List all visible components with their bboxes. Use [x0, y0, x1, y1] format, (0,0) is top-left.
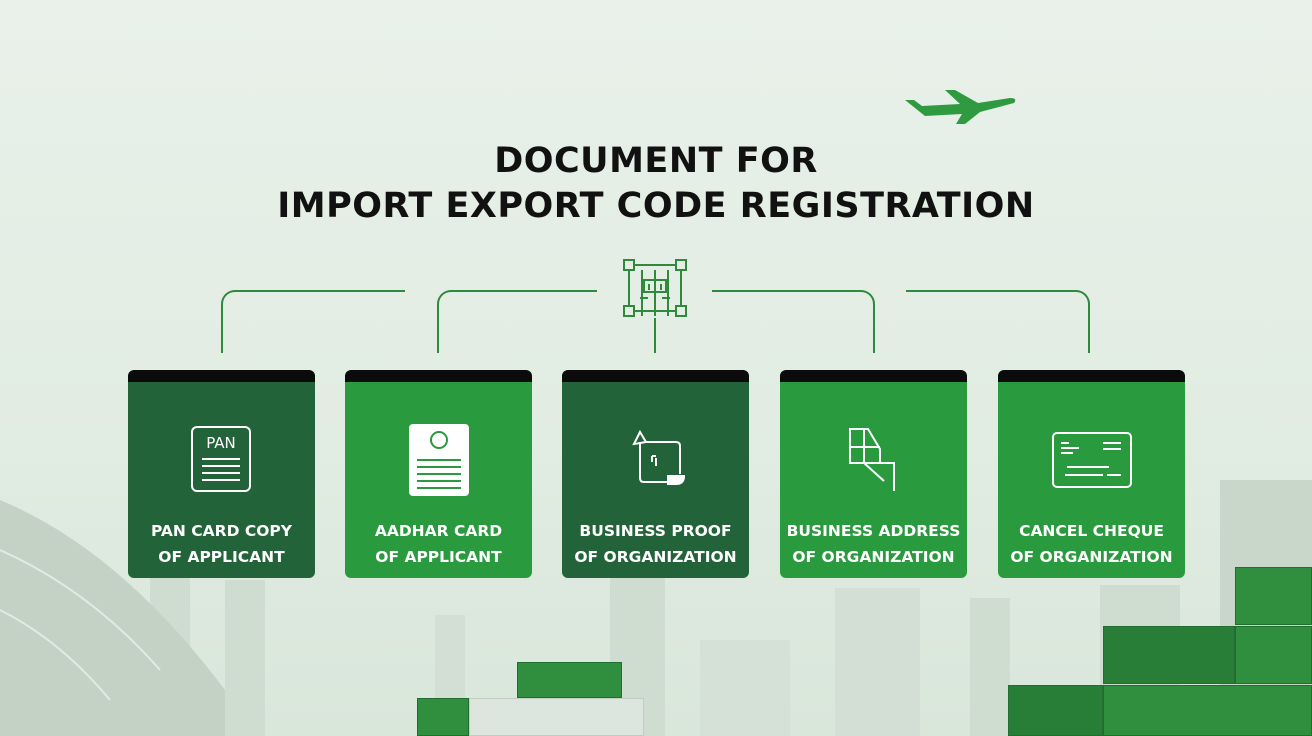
card-business-proof: BUSINESS PROOF OF ORGANIZATION	[562, 370, 749, 578]
aadhar-card-icon	[408, 424, 469, 496]
card-label-line-2: OF APPLICANT	[158, 548, 285, 566]
card-label-line-1: AADHAR CARD	[374, 522, 503, 540]
card-label-line-2: OF ORGANIZATION	[574, 548, 737, 566]
business-proof-icon	[631, 429, 685, 485]
customs-building-icon	[623, 259, 687, 317]
card-business-address: BUSINESS ADDRESS OF ORGANIZATION	[780, 370, 967, 578]
card-label-line-1: PAN CARD COPY	[150, 522, 292, 540]
card-aadhar-card: AADHAR CARD OF APPLICANT	[345, 370, 532, 578]
airport-terminal-silhouette	[0, 500, 225, 736]
title-line-2: IMPORT EXPORT CODE REGISTRATION	[277, 186, 1035, 226]
card-label-line-1: BUSINESS ADDRESS	[786, 522, 961, 540]
card-pan-card: PAN PAN CARD COPY OF APPLICANT	[128, 370, 315, 578]
cheque-icon	[1051, 432, 1132, 488]
pan-card-icon: PAN	[190, 426, 251, 492]
svg-text:PAN: PAN	[206, 434, 236, 452]
business-address-icon	[848, 428, 895, 491]
card-cancel-cheque: CANCEL CHEQUE OF ORGANIZATION	[998, 370, 1185, 578]
airplane-icon	[905, 90, 1016, 124]
card-label-line-1: CANCEL CHEQUE	[1019, 522, 1164, 540]
card-label-line-1: BUSINESS PROOF	[579, 522, 732, 540]
card-label-line-2: OF ORGANIZATION	[1010, 548, 1173, 566]
card-label-line-2: OF APPLICANT	[375, 548, 502, 566]
card-label-line-2: OF ORGANIZATION	[792, 548, 955, 566]
title-line-1: DOCUMENT FOR	[494, 141, 818, 181]
